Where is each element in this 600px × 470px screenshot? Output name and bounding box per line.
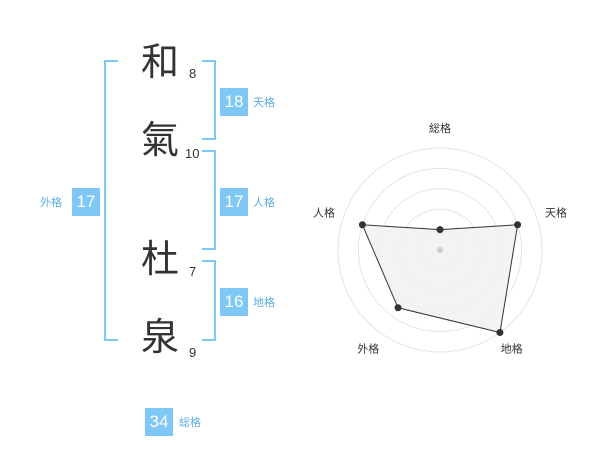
tenkaku-value: 18	[220, 88, 248, 116]
radar-ring	[337, 147, 543, 353]
radar-point	[394, 304, 402, 312]
stroke-count-4: 9	[189, 345, 197, 360]
chikaku-bracket	[202, 260, 216, 341]
name-char-3: 杜	[141, 237, 180, 281]
radar-axis-label: 人格	[313, 205, 335, 219]
name-char-4: 泉	[141, 315, 180, 359]
radar-point	[358, 221, 366, 229]
jinkaku-label: 人格	[253, 196, 275, 209]
radar-axis-label: 外格	[357, 342, 379, 356]
soukaku-label: 総格	[179, 416, 201, 429]
radar-area	[361, 224, 519, 334]
soukaku-value: 34	[145, 408, 173, 436]
gaikaku-label: 外格	[40, 196, 62, 209]
radar-point	[514, 221, 522, 229]
name-char-1: 和	[141, 40, 180, 84]
radar-point	[496, 329, 504, 337]
chikaku-label: 地格	[253, 296, 275, 309]
radar-axis-label: 総格	[429, 121, 451, 135]
tenkaku-label: 天格	[253, 96, 275, 109]
name-char-2: 氣	[141, 118, 180, 162]
stroke-count-1: 8	[189, 66, 197, 81]
radar-axis-label: 天格	[545, 205, 567, 219]
gaikaku-bracket	[104, 60, 118, 341]
stroke-count-2: 10	[185, 146, 200, 161]
stroke-count-3: 7	[189, 264, 197, 279]
tenkaku-bracket	[202, 60, 216, 140]
jinkaku-bracket	[202, 150, 216, 250]
jinkaku-value: 17	[220, 188, 248, 216]
radar-point	[436, 226, 444, 234]
chikaku-value: 16	[220, 288, 248, 316]
radar-axis-label: 地格	[501, 342, 523, 356]
gaikaku-value: 17	[72, 188, 100, 216]
radar-center	[437, 247, 443, 253]
radar-ring	[357, 167, 523, 333]
